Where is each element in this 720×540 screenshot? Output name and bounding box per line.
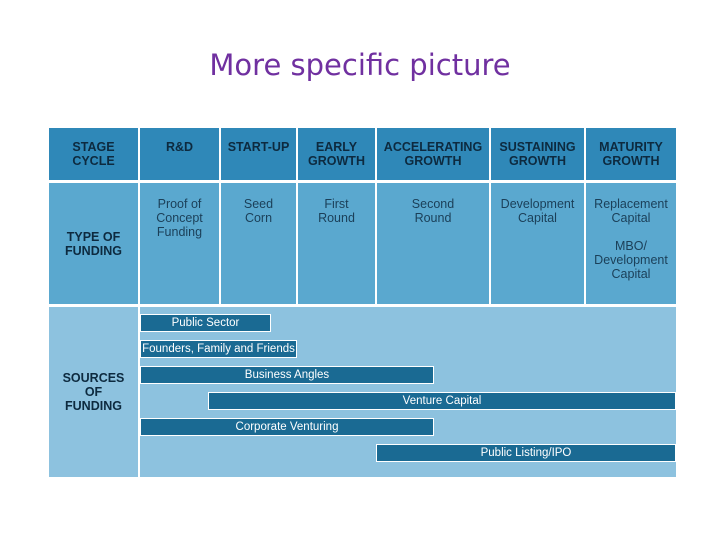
type-of-funding-label: TYPE OF FUNDING	[49, 183, 138, 304]
bar-business-angels: Business Angles	[140, 366, 434, 384]
funding-type-line: Capital	[611, 211, 651, 225]
header-stage-line: ACCELERATING	[383, 140, 483, 154]
header-stage-line: START-UP	[227, 140, 290, 154]
row-label-line: TYPE OF	[66, 229, 121, 244]
funding-type-sustaining-growth: Development Capital	[491, 183, 584, 304]
header-stage-line: GROWTH	[509, 154, 566, 168]
header-stage-line: MATURITY	[599, 140, 663, 154]
funding-type-line: Replacement	[594, 197, 668, 211]
funding-type-line: Development	[500, 197, 575, 211]
row-label-line: FUNDING	[65, 243, 122, 258]
bar-corporate-venturing: Corporate Venturing	[140, 418, 434, 436]
bar-public-sector: Public Sector	[140, 314, 271, 332]
row-label-line: FUNDING	[65, 399, 122, 413]
funding-type-maturity-growth: Replacement Capital MBO/ Development Cap…	[586, 183, 676, 304]
funding-type-line: Round	[318, 211, 355, 225]
funding-type-line: First	[324, 197, 349, 211]
header-stage-cycle: STAGE CYCLE	[49, 128, 138, 180]
funding-type-line: Development	[594, 253, 668, 267]
funding-type-line: Seed	[243, 197, 274, 211]
funding-type-line: Proof of	[157, 197, 202, 211]
header-stage-line: R&D	[165, 140, 194, 154]
header-stage-sustaining-growth: SUSTAINING GROWTH	[491, 128, 584, 180]
header-stage-line: SUSTAINING	[499, 140, 576, 154]
funding-type-line: Funding	[156, 225, 203, 239]
funding-type-line: Capital	[518, 211, 557, 225]
bar-founders-family-friends: Founders, Family and Friends	[140, 340, 297, 358]
funding-type-line: Capital	[611, 267, 651, 281]
header-stage-line: GROWTH	[602, 154, 660, 168]
funding-stage-table: STAGE CYCLE R&D START-UP EARLY GROWTH AC…	[49, 128, 676, 477]
header-stage-accelerating-growth: ACCELERATING GROWTH	[377, 128, 489, 180]
header-stage-rd: R&D	[140, 128, 219, 180]
funding-type-accelerating-growth: Second Round	[377, 183, 489, 304]
funding-type-line: Corn	[244, 211, 273, 225]
funding-type-rd: Proof of Concept Funding	[140, 183, 219, 304]
page-title: More specific picture	[209, 48, 511, 82]
header-stage-line: EARLY	[315, 140, 358, 154]
header-stage-maturity-growth: MATURITY GROWTH	[586, 128, 676, 180]
header-stage-line: GROWTH	[404, 154, 462, 168]
header-stage-line: GROWTH	[308, 154, 365, 168]
header-stage-cycle-line: STAGE	[72, 140, 115, 154]
funding-type-line: MBO/	[615, 239, 647, 253]
funding-type-startup: Seed Corn	[221, 183, 296, 304]
bar-public-listing-ipo: Public Listing/IPO	[376, 444, 676, 462]
funding-type-line: Second	[411, 197, 455, 211]
header-stage-cycle-line: CYCLE	[72, 154, 115, 168]
header-stage-early-growth: EARLY GROWTH	[298, 128, 375, 180]
funding-type-line: Concept	[156, 211, 203, 225]
funding-type-line: Round	[414, 211, 452, 225]
bar-venture-capital: Venture Capital	[208, 392, 676, 410]
header-stage-startup: START-UP	[221, 128, 296, 180]
row-label-line: SOURCES	[62, 371, 125, 385]
funding-type-early-growth: First Round	[298, 183, 375, 304]
row-label-line: OF	[84, 385, 103, 399]
sources-of-funding-label: SOURCES OF FUNDING	[49, 307, 138, 477]
